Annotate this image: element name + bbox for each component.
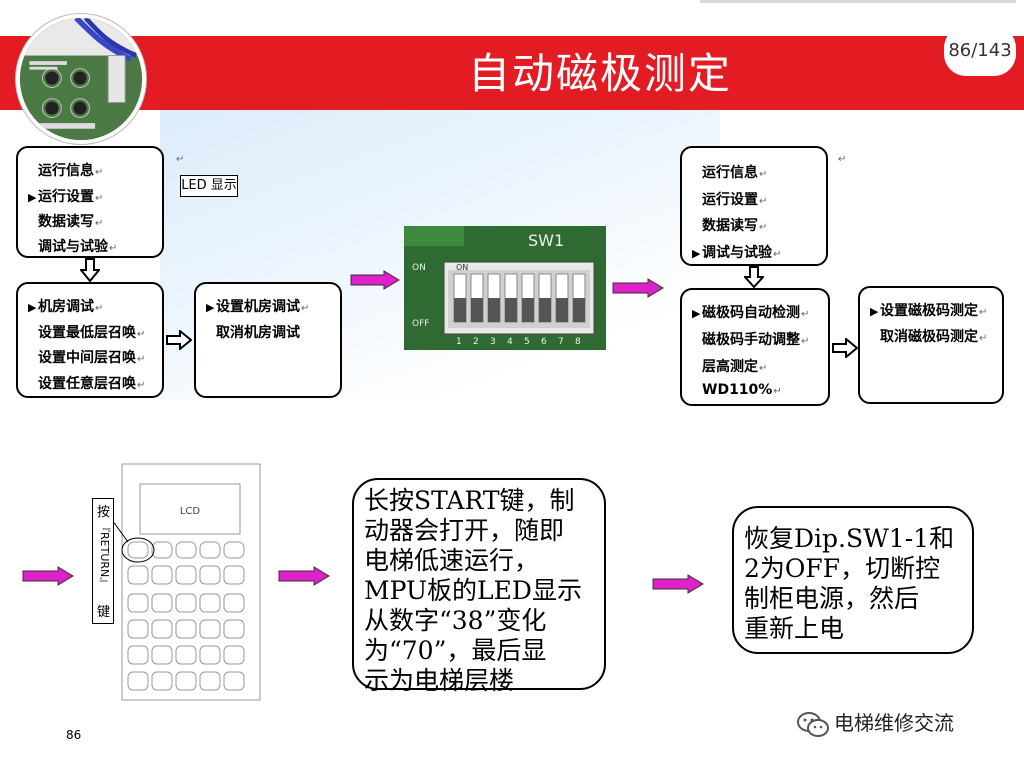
slide-title: 自动磁极测定 [467,49,732,98]
top-divider [700,0,1016,3]
dip-number: 6 [541,337,547,347]
menu4-item-1: 运行设置↵ [702,192,768,208]
dip-number: 3 [490,337,496,347]
menu5-item-3: WD110%↵ [702,382,782,398]
dip-label: SW1 [528,231,564,250]
press-label-top: 按 [97,505,111,520]
dip-number: 4 [507,337,513,347]
slide-number: 86 [66,728,82,742]
watermark: 电梯维修交流 [796,706,1006,740]
pink-arrow-5 [652,574,704,594]
dip-number: 5 [524,337,530,347]
menu3-item-0: ▶设置机房调试↵ [206,299,310,315]
menu6-item-1: 取消磁极码测定↵ [880,329,988,345]
led-display-label: LED 显示 [180,175,238,197]
note2-line-3: 重新上电 [744,614,845,643]
note1-line-3: MPU板的LED显示 [364,576,582,605]
dip-switch-photo: SW1 ON OFF ON 1 2 3 4 5 6 7 8 [404,226,606,350]
note1-line-1: 动器会打开，随即 [364,516,565,545]
menu2-item-0: ▶机房调试↵ [28,299,104,315]
dip-on-label: ON [412,263,426,273]
return-mark: ↵ [176,154,185,165]
right-arrow-1 [166,330,192,350]
menu6-item-0: ▶设置磁极码测定↵ [870,303,988,319]
dip-number: 2 [473,337,479,347]
down-arrow-1 [80,258,100,282]
menu1-item-0: 运行信息↵ [38,163,104,179]
menu5-item-1: 磁极码手动调整↵ [702,332,810,348]
right-arrow-2 [832,338,858,358]
menu-main-3: ▶设置机房调试↵ 取消机房调试 [194,282,342,398]
keypad-diagram: LCD [111,463,261,701]
wechat-icon [797,711,829,737]
menu1-item-2: 数据读写↵ [38,214,104,230]
menu-main-6: ▶设置磁极码测定↵ 取消磁极码测定↵ [858,286,1004,404]
menu2-item-1: 设置最低层召唤↵ [38,325,146,341]
menu-main-5: ▶磁极码自动检测↵ 磁极码手动调整↵ 层高测定↵ WD110%↵ [680,288,830,406]
board-photo-illustration [20,18,142,140]
note-box-1: 长按START键，制 动器会打开，随即 电梯低速运行， MPU板的LED显示 从… [352,478,606,695]
dip-number: 7 [558,337,564,347]
dip-on-inner-label: ON [456,263,468,272]
menu-main-4: 运行信息↵ 运行设置↵ 数据读写↵ ▶调试与试验↵ [680,146,828,266]
note1-line-6: 示为电梯层楼 [364,666,515,695]
page-badge: 86/143 [944,26,1016,76]
pink-arrow-1 [350,270,400,290]
note1-line-0: 长按START键，制 [364,486,575,515]
return-mark: ↵ [838,154,847,165]
lcd-label: LCD [180,506,201,517]
note2-line-1: 2为OFF，切断控 [744,554,941,583]
press-label-bottom: 键 [97,605,111,620]
pink-arrow-4 [278,566,330,586]
menu5-item-0: ▶磁极码自动检测↵ [692,305,810,321]
note1-line-2: 电梯低速运行， [364,546,540,575]
dip-number: 1 [456,337,462,347]
menu-main-1: 运行信息↵ ▶运行设置↵ 数据读写↵ 调试与试验↵ [16,146,164,258]
title-banner [0,36,1024,110]
menu-main-2: ▶机房调试↵ 设置最低层召唤↵ 设置中间层召唤↵ 设置任意层召唤↵ [16,282,164,398]
note2-line-0: 恢复Dip.SW1-1和 [744,524,955,553]
press-return-label: 按 『RETURN』 键 [92,498,114,624]
pink-arrow-2 [612,278,664,298]
pink-arrow-3 [22,566,74,586]
note-box-2: 恢复Dip.SW1-1和 2为OFF，切断控 制柜电源，然后 重新上电 [732,506,974,654]
note1-line-5: 为“70”，最后显 [364,636,547,665]
menu5-item-2: 层高测定↵ [702,359,768,375]
note2-line-2: 制柜电源，然后 [744,584,920,613]
dip-off-label: OFF [412,319,429,329]
menu2-item-2: 设置中间层召唤↵ [38,350,146,366]
press-label-key: 『RETURN』 [98,521,111,589]
menu1-item-1: ▶运行设置↵ [28,189,104,205]
menu4-item-3: ▶调试与试验↵ [692,245,782,261]
menu4-item-2: 数据读写↵ [702,218,768,234]
menu2-item-3: 设置任意层召唤↵ [38,376,146,392]
dip-number: 8 [575,337,581,347]
down-arrow-2 [744,266,764,288]
menu3-item-1: 取消机房调试 [216,325,300,341]
note1-line-4: 从数字“38”变化 [364,606,547,635]
menu4-item-0: 运行信息↵ [702,165,768,181]
board-photo [16,14,146,144]
menu1-item-3: 调试与试验↵ [38,239,118,255]
watermark-text: 电梯维修交流 [834,711,954,735]
